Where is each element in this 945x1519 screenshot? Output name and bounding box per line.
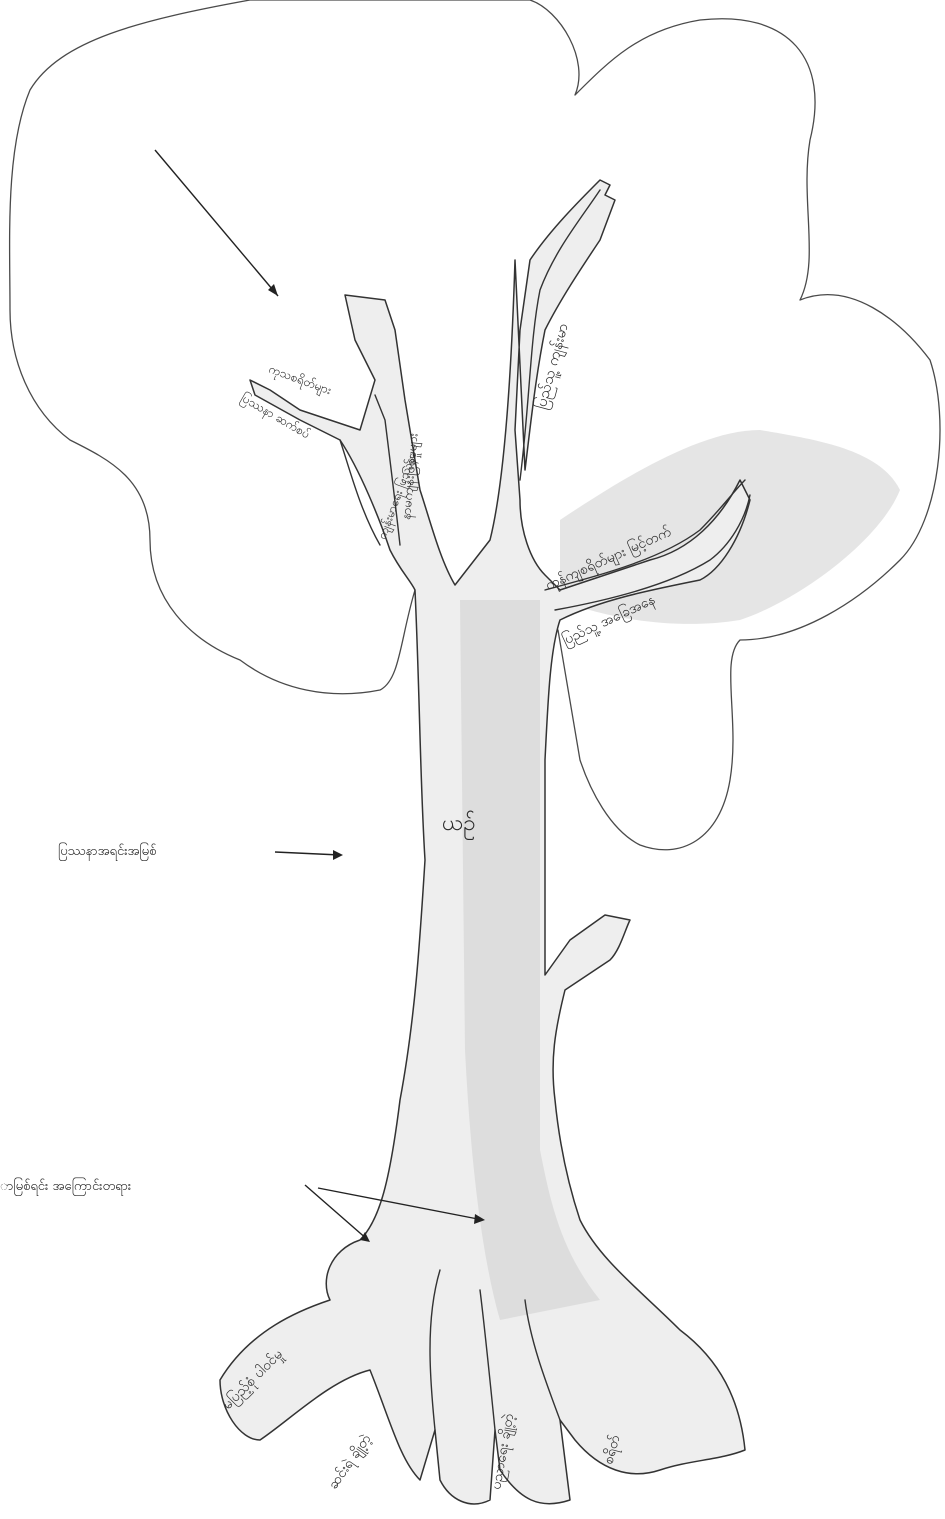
root-cause-annotation: ာမြစ်ရင်း အကြောင်းတရား — [0, 1178, 131, 1197]
core-problem-arrow — [275, 850, 343, 860]
trunk-label: ယဉ် — [442, 810, 476, 840]
root-cause-arrow-1 — [305, 1185, 370, 1242]
core-problem-annotation: ပြဿနာအရင်းအမြစ် — [58, 843, 156, 862]
root-label: ဆင်းရဲ ချို့တဲ့ — [325, 1431, 376, 1493]
canopy-arrow — [155, 150, 278, 296]
